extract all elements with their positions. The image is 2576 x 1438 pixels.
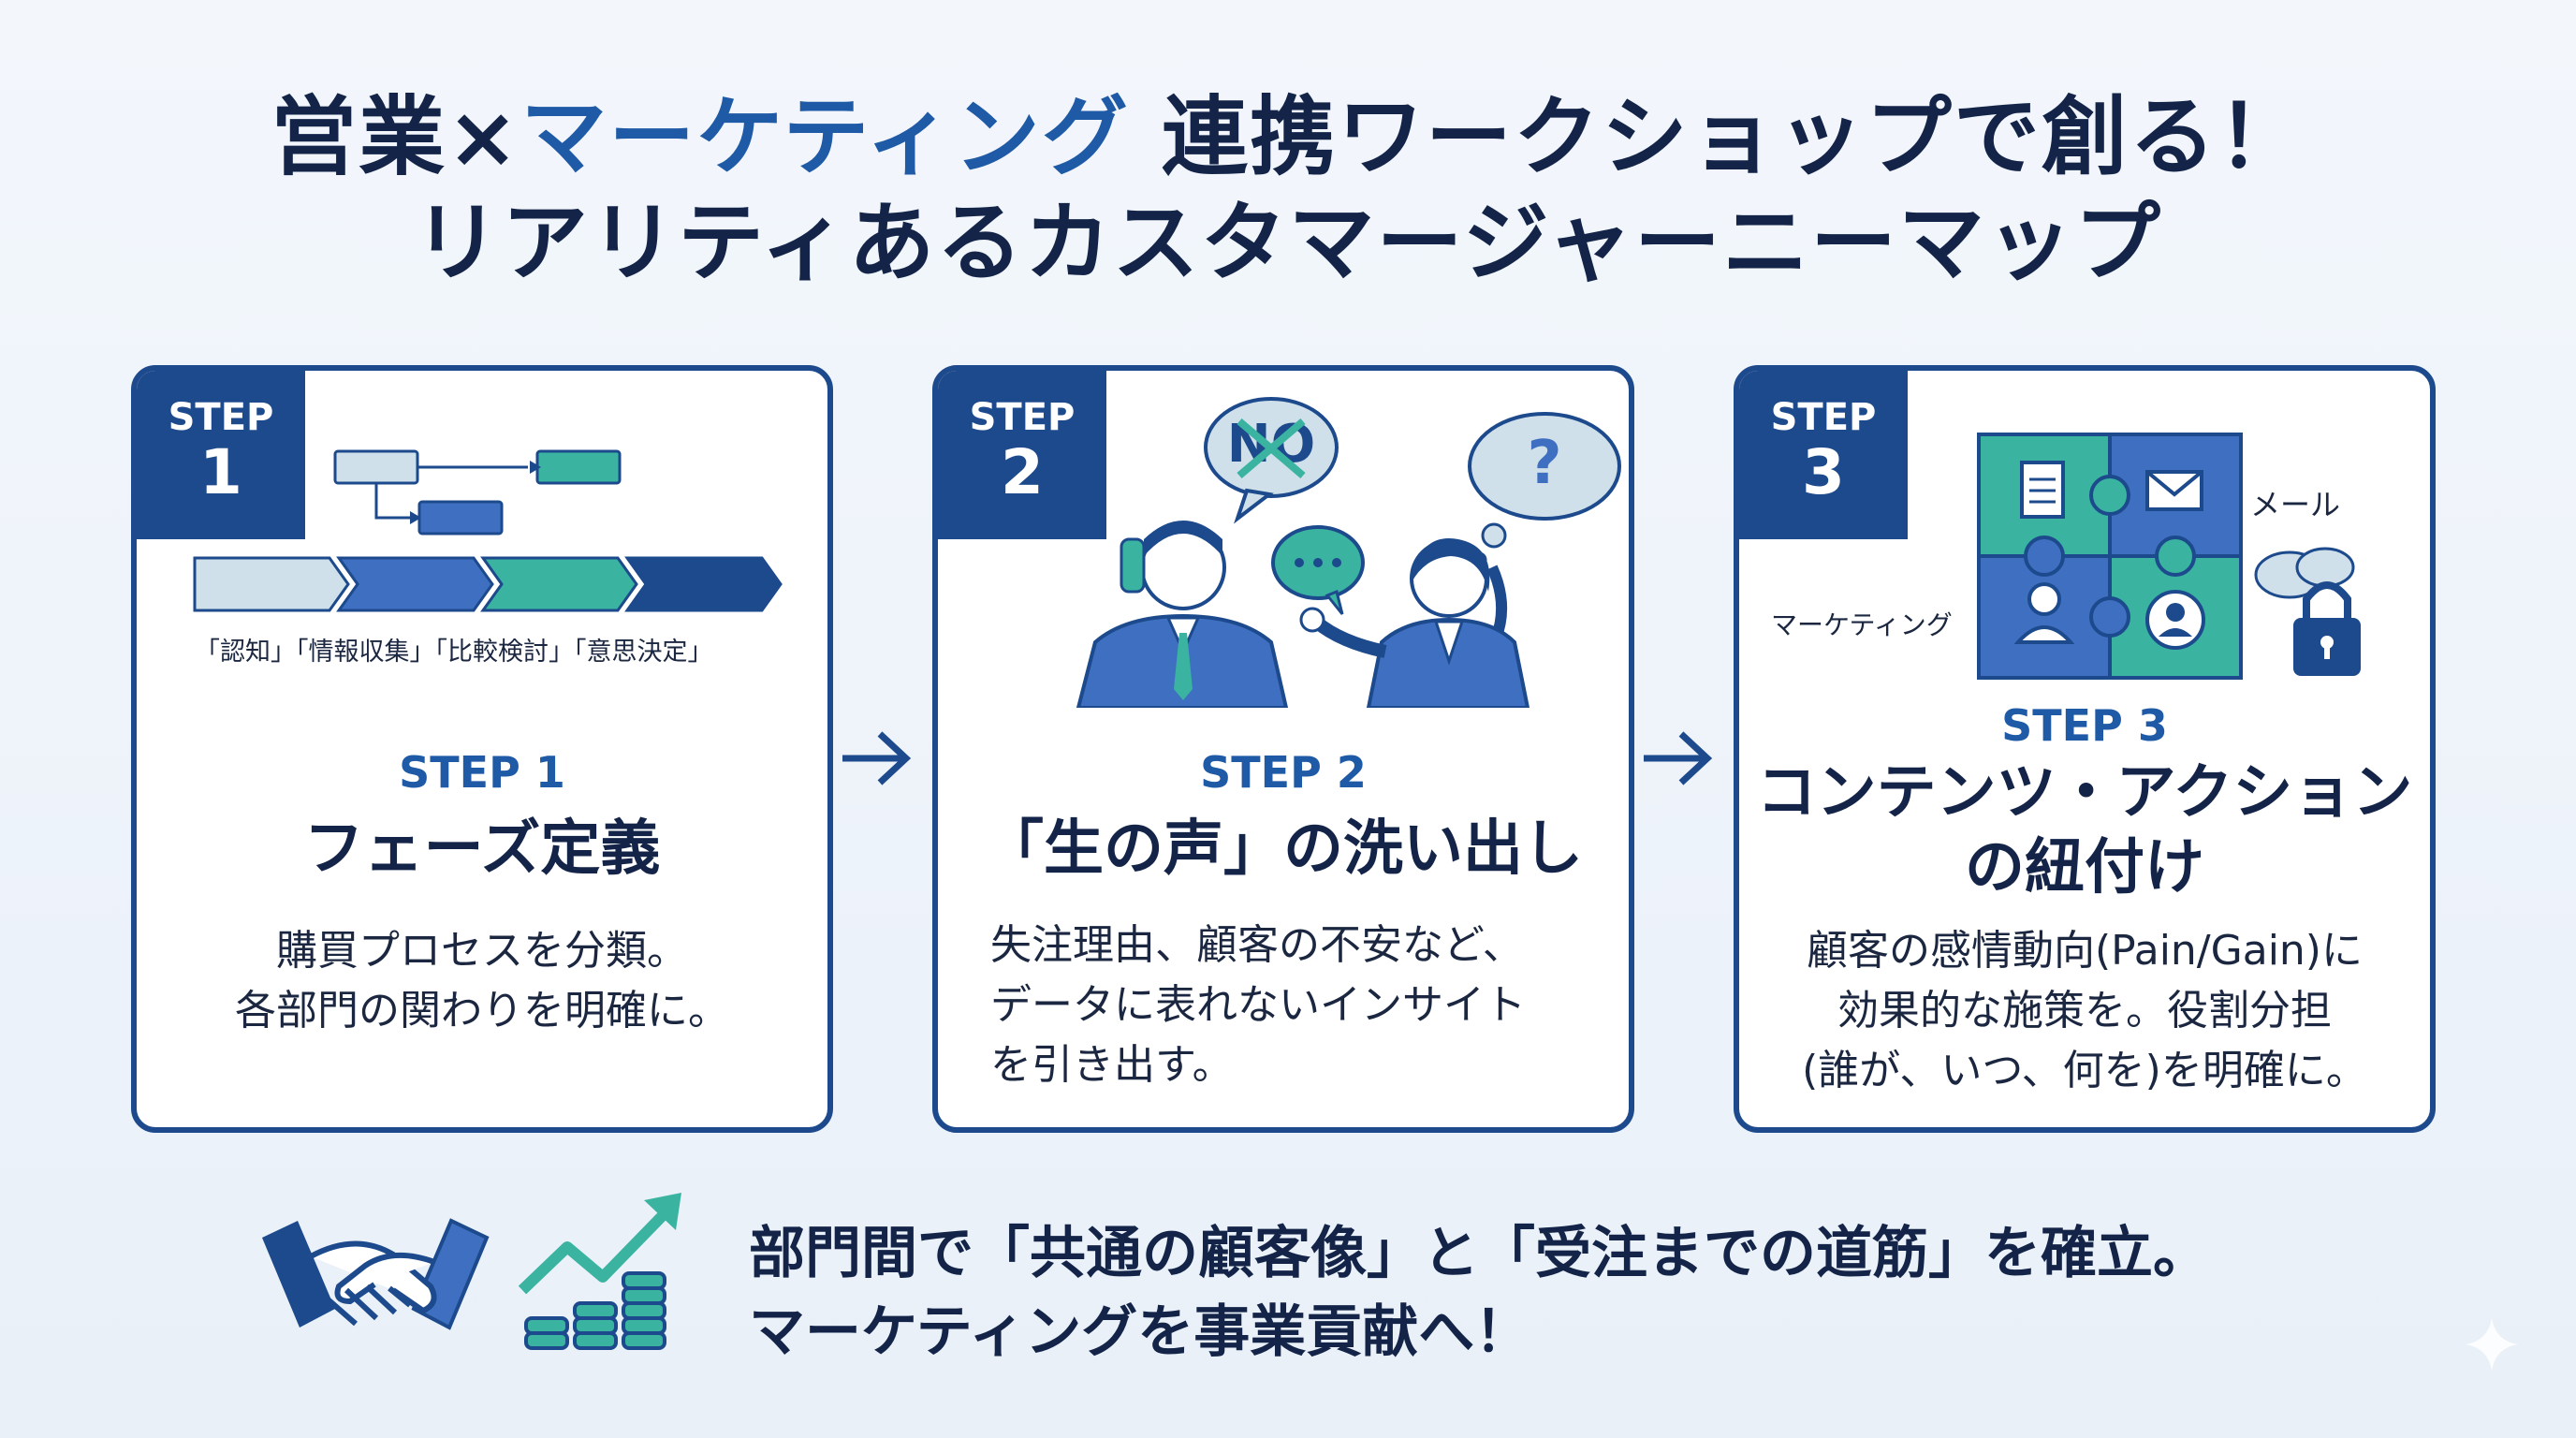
- step1-label: STEP 1: [399, 747, 565, 798]
- page-title-line1: 営業×マーケティング 連携ワークショップで創る！: [0, 86, 2576, 189]
- conclusion-line2: マーケティングを事業貢献へ！: [749, 1299, 1531, 1365]
- step3-text-line1: 顧客の感情動向(Pain/Gain)に: [1807, 927, 2363, 975]
- badge-step-number: 1: [199, 436, 242, 508]
- step2-card: STEP 2 NO ? STEP 2 「生の声」の洗い出し 失注理由、顧客の不安…: [932, 365, 1634, 1133]
- badge-step-word: STEP: [1770, 396, 1877, 439]
- handshake-icon: [262, 1218, 490, 1330]
- step3-text-line3: (誰が、いつ、何を)を明確に。: [1802, 1047, 2367, 1094]
- question-bubble-text: ?: [1527, 429, 1562, 498]
- step3-badge: STEP 3: [1739, 371, 1908, 539]
- conclusion-line1: 部門間で「共通の顧客像」と「受注までの道筋」を確立。: [749, 1221, 2209, 1286]
- sparkle-icon: [2466, 1318, 2518, 1371]
- growth-chart-coins-icon: [518, 1193, 681, 1350]
- arrow-right-icon: [842, 731, 912, 785]
- step2-badge: STEP 2: [938, 371, 1106, 539]
- puzzle-label-mail: メール: [2250, 487, 2341, 522]
- title-part-workshop: 連携ワークショップで創る！: [1129, 87, 2305, 187]
- puzzle-label-marketing: マーケティング: [1771, 609, 1953, 640]
- title-part-marketing: マーケティング: [520, 87, 1130, 187]
- step3-text-line2: 効果的な施策を。役割分担: [1837, 987, 2332, 1034]
- flow-diagram-icon: [193, 449, 783, 612]
- puzzle-illustration: [1977, 433, 2361, 680]
- badge-step-word: STEP: [969, 396, 1076, 439]
- step2-text-line1: 失注理由、顧客の不安など、: [990, 921, 1524, 969]
- arrow-right-icon: [1644, 731, 1713, 785]
- badge-step-word: STEP: [168, 396, 274, 439]
- step3-card: STEP 3 メール マーケティング STEP 3 コンテンツ・アクション の紐…: [1734, 365, 2436, 1133]
- title-part-sales: 営業×: [271, 87, 521, 187]
- step1-title: フェーズ定義: [303, 814, 661, 884]
- step2-text-line2: データに表れないインサイト: [990, 981, 1526, 1029]
- step2-title: 「生の声」の洗い出し: [984, 814, 1583, 884]
- phase-labels: 「認知」「情報収集」「比較検討」「意思決定」: [195, 638, 713, 667]
- step3-label: STEP 3: [2001, 700, 2168, 751]
- step1-text-line2: 各部門の関わりを明確に。: [235, 987, 729, 1034]
- step1-card: STEP 1 「認知」「情報収集」「比較検討」「意思決定」 STEP 1 フェー…: [131, 365, 833, 1133]
- badge-step-number: 2: [1001, 436, 1044, 508]
- step2-label: STEP 2: [1200, 747, 1367, 798]
- cross-mark-icon: [1237, 418, 1306, 479]
- page-title-line2: リアリティあるカスタマージャーニーマップ: [413, 193, 2163, 293]
- step3-title-line1: コンテンツ・アクション: [1756, 758, 2413, 828]
- step1-text-line1: 購買プロセスを分類。: [276, 927, 688, 975]
- badge-step-number: 3: [1802, 436, 1845, 508]
- step2-text-line3: を引き出す。: [990, 1041, 1234, 1089]
- step3-title-line2: の紐付け: [1965, 833, 2204, 902]
- step1-badge: STEP 1: [137, 371, 305, 539]
